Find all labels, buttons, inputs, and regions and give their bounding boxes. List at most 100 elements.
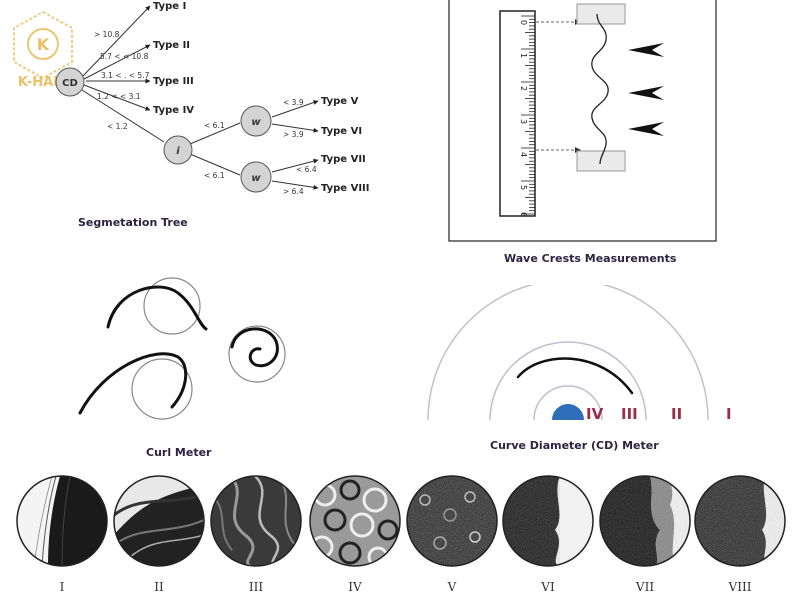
hair-sample-2: [114, 476, 204, 566]
segmentation-tree-diagram: CD i w w > 10.8 5.7 < < 10.8 3.1 < . < 5…: [55, 1, 369, 196]
hair-samples-diagram: I II III IV V VI VII VIII: [16, 475, 786, 594]
hair-sample-4-border: [309, 475, 401, 567]
w-node-upper: [240, 105, 272, 137]
ruler-label-0: 0: [519, 20, 528, 25]
hair-sample-5: [407, 476, 497, 566]
hair-sample-label-4: IV: [348, 580, 362, 594]
clamp-top: [576, 3, 626, 25]
curl-meter-panel: Curl Meter: [60, 265, 320, 465]
hair-sample-8: [695, 476, 785, 566]
hair-sample-label-3: III: [249, 580, 263, 594]
ruler: [499, 10, 536, 217]
w2-condition-2: > 6.4: [283, 187, 304, 196]
hair-wave: [591, 13, 609, 165]
hair-sample-label-8: VIII: [728, 580, 752, 594]
w1-condition-2: > 3.9: [283, 130, 304, 139]
hair-sample-7-border: [599, 475, 691, 567]
curl-circle-2: [228, 325, 286, 383]
ruler-label-6: 6: [519, 212, 528, 217]
type-2-label: Type II: [153, 40, 190, 51]
hair-sample-label-2: II: [154, 580, 164, 594]
cd-condition-2: 5.7 < < 10.8: [100, 52, 149, 61]
edge-cd-type-2: [83, 44, 151, 80]
hair-sample-3-border: [210, 475, 302, 567]
hair-sample-3: [211, 476, 301, 566]
type-1-label: Type I: [153, 1, 186, 12]
cd-condition-4: 1.2 < < 3.1: [97, 92, 141, 101]
hair-sample-label-6: VI: [540, 580, 555, 594]
hair-sample-label-5: V: [447, 580, 457, 594]
cd-arc-large: [427, 279, 709, 421]
cd-zone-iii: III: [621, 405, 638, 423]
hair-sample-7: [600, 476, 690, 566]
curl-circle-3: [131, 358, 193, 420]
cd-meter-panel: IV III II I Curve Diameter (CD) Meter: [410, 279, 790, 455]
wave-frame: [448, 0, 717, 242]
cd-condition-5: < 1.2: [107, 122, 128, 131]
ruler-minor-ticks: [521, 15, 535, 215]
cd-condition-3: 3.1 < . < 5.7: [101, 71, 150, 80]
ruler-label-4: 4: [519, 152, 528, 157]
type-7-label: Type VII: [321, 154, 366, 165]
segmentation-tree-caption: Segmetation Tree: [78, 216, 188, 229]
cd-zone-iv: IV: [586, 405, 604, 423]
cd-meter-caption: Curve Diameter (CD) Meter: [490, 439, 659, 452]
hair-samples-row: I II III IV V VI VII VIII: [0, 475, 800, 600]
ruler-labels: 0 1 2 3 4 5 6: [519, 20, 528, 217]
wave-crests-diagram: 0 1 2 3 4 5 6: [448, 0, 717, 242]
segmentation-tree-panel: CD i w w > 10.8 5.7 < < 10.8 3.1 < . < 5…: [0, 0, 400, 240]
curl-strand-1: [106, 285, 208, 331]
cd-strand: [516, 357, 634, 395]
hair-sample-label-7: VII: [635, 580, 654, 594]
logo-brand: K-HAIR: [18, 75, 68, 88]
cd-node: [55, 67, 85, 97]
wave-crests-caption: Wave Crests Measurements: [504, 252, 677, 265]
edge-i-w1: [189, 122, 241, 145]
cd-meter-diagram: IV III II I: [427, 279, 732, 423]
logo-monogram: K: [37, 35, 50, 54]
type-6-label: Type VI: [321, 126, 362, 137]
w-node-lower-label: w: [251, 173, 261, 184]
cd-zone-ii: II: [671, 405, 682, 423]
hair-sample-label-1: I: [60, 580, 65, 594]
curl-strand-3: [78, 352, 188, 415]
cd-node-label: CD: [62, 78, 78, 89]
hair-sample-6-border: [502, 475, 594, 567]
wave-crests-panel: 0 1 2 3 4 5 6 Wave Crests Measurements: [430, 0, 790, 270]
edge-cd-i: [81, 89, 165, 143]
hair-sample-6: [503, 476, 593, 566]
curl-meter-diagram: [78, 277, 286, 420]
cd-zone-i: I: [726, 405, 732, 423]
edge-cd-type-1: [81, 5, 151, 78]
type-8-label: Type VIII: [321, 183, 369, 194]
hair-sample-5-border: [406, 475, 498, 567]
i-node: [163, 135, 193, 165]
cd-center-half-disc: [552, 404, 584, 420]
i-condition-lower: < 6.1: [204, 171, 225, 180]
edge-w1-type-6: [271, 123, 319, 133]
hair-sample-8-border: [694, 475, 786, 567]
type-4-label: Type IV: [153, 105, 194, 116]
k-hair-logo: K K-HAIR: [13, 10, 73, 88]
w-node-upper-label: w: [251, 117, 261, 128]
i-condition-upper: < 6.1: [204, 121, 225, 130]
edge-w2-type-7: [271, 158, 319, 173]
crest-arrow-3: [628, 122, 664, 136]
crest-arrow-2: [628, 86, 664, 100]
w2-condition-1: < 6.4: [296, 165, 317, 174]
hair-sample-2-border: [113, 475, 205, 567]
w-node-lower: [240, 161, 272, 193]
edge-w2-type-8: [271, 180, 319, 190]
i-node-label: i: [176, 146, 180, 157]
curl-strand-2: [230, 327, 279, 368]
hair-sample-1-border: [16, 475, 108, 567]
crest-arrow-1: [628, 43, 664, 57]
edge-w1-type-5: [271, 100, 319, 118]
curl-circle-1: [143, 277, 201, 335]
ruler-label-2: 2: [519, 86, 528, 91]
ruler-label-3: 3: [519, 119, 528, 124]
clamp-bottom: [576, 150, 626, 172]
edge-cd-type-4: [83, 84, 151, 111]
curl-meter-caption: Curl Meter: [146, 446, 212, 459]
hair-sample-1: [17, 476, 107, 566]
